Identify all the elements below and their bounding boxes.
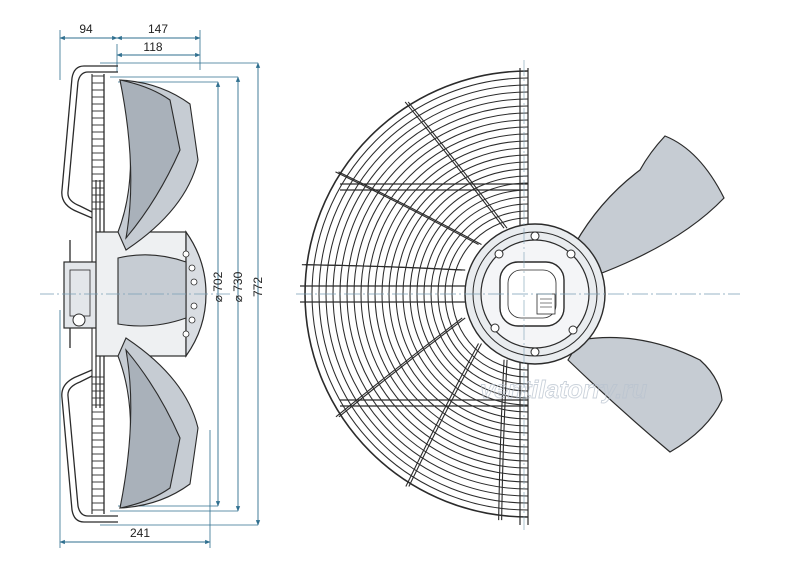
- guard-ring: [437, 203, 528, 385]
- side-view: 94 147 118 241 ⌀ 702 ⌀ 730 772: [40, 22, 265, 548]
- hub-bolt-icon: [530, 347, 540, 357]
- guard-spoke: [405, 343, 479, 487]
- hub-bolt-icon: [530, 231, 540, 241]
- guard-spoke: [498, 359, 505, 521]
- hub-bolt-icon: [568, 325, 578, 335]
- guard-spokes: [301, 101, 508, 521]
- watermark-text: ventilatorry.ru: [480, 376, 647, 404]
- dim-147-label: 147: [148, 22, 168, 36]
- dim-94-label: 94: [79, 22, 93, 36]
- side-guard: [61, 65, 118, 523]
- guard-ring: [360, 126, 528, 462]
- front-view: ventilatorry.ru: [296, 60, 740, 530]
- nameplate-icon: [536, 293, 556, 315]
- fan-hub: [464, 223, 606, 365]
- side-blades: [117, 79, 199, 509]
- guard-spoke: [501, 359, 508, 521]
- guard-spoke: [335, 317, 463, 418]
- dim-241-label: 241: [130, 526, 150, 540]
- dim-118-label: 118: [143, 40, 162, 54]
- cable-gland-icon: [72, 313, 86, 327]
- hub-bolt-icon: [494, 249, 504, 259]
- dim-730-label: ⌀ 730: [231, 271, 245, 302]
- front-blades: [567, 135, 725, 453]
- guard-spoke: [404, 101, 505, 229]
- blade-bottom-right: [567, 336, 723, 453]
- guard-spoke: [338, 317, 466, 418]
- guard-ring: [318, 84, 528, 504]
- hub-bolt-icon: [566, 249, 576, 259]
- guard-spoke: [407, 101, 508, 229]
- guard-spoke: [338, 171, 482, 245]
- hub-bolts: [490, 231, 578, 357]
- hub-bolt-icon: [490, 323, 500, 333]
- blade-top-right: [574, 135, 725, 277]
- guard-ring: [409, 175, 528, 413]
- guard-spoke: [335, 171, 479, 245]
- dim-702-label: ⌀ 702: [211, 271, 225, 302]
- guard-spoke: [304, 264, 466, 271]
- dim-772-label: 772: [251, 277, 265, 297]
- guard-spoke: [408, 343, 482, 487]
